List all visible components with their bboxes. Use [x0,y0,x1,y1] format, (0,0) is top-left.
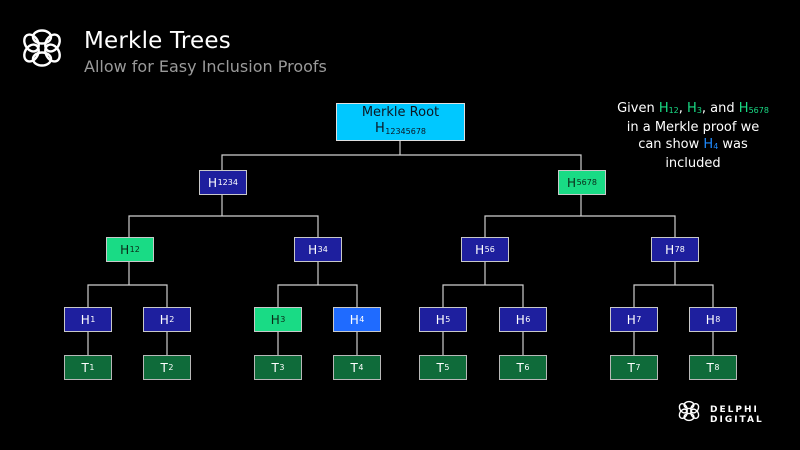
caption-line-4: included [665,156,721,171]
caption-line-2: in a Merkle proof we [626,120,760,135]
delphi-logo-icon [23,29,61,67]
brand-name: DELPHI DIGITAL [710,405,764,425]
proof-caption: Given H12, H3, and H5678 in a Merkle pro… [588,100,798,172]
delphi-logo-icon [678,400,700,422]
page-subtitle: Allow for Easy Inclusion Proofs [84,57,327,76]
caption-line-3: can show H4 was [638,137,748,152]
merkle-root-node: Merkle Root H12345678 [336,103,465,141]
merkle-root-hash: H12345678 [375,120,426,136]
caption-line-1: Given H12, H3, and H5678 [617,101,769,116]
page-title: Merkle Trees [84,28,231,54]
merkle-root-label: Merkle Root [361,104,440,120]
